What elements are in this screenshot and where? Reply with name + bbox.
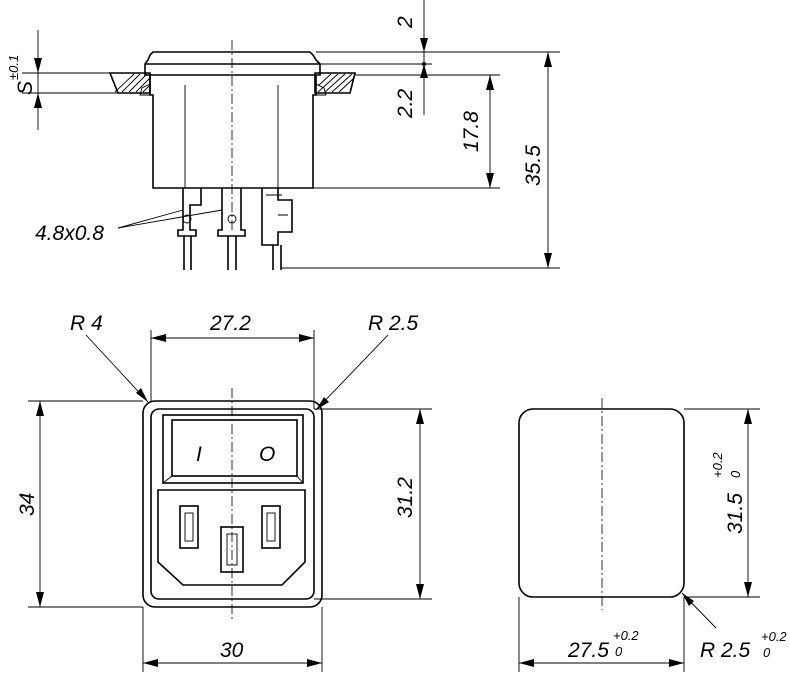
dim-flange: 2.2 [394,88,417,119]
cutout-radius-tol-lower: 0 [763,645,771,660]
panel-thickness-label: S [14,81,37,95]
front-outline [142,400,323,608]
rocker-switch: I O [162,414,304,484]
cutout-width: 27.5 [567,639,609,662]
panel-thickness-tolerance: ±0.1 [6,55,21,80]
cutout-width-tol-lower: 0 [615,644,623,659]
cutout-height-tol-upper: +0.2 [710,452,725,478]
cutout-height: 31.5 [724,493,747,534]
cutout-width-tol-upper: +0.2 [613,628,639,643]
dim-outer-width: 30 [220,639,244,662]
cutout-view: 31.5 +0.2 0 27.5 +0.2 0 R 2.5 +0.2 0 [518,398,787,672]
flange [144,51,321,76]
panel-section [108,72,357,94]
side-view: 4.8x0.8 S ±0.1 2 2.2 17.8 35.5 [6,0,560,270]
dim-outer-height: 34 [16,493,39,516]
terminal-size-label: 4.8x0.8 [35,222,104,245]
switch-on-symbol: I [196,443,202,466]
dim-inner-width: 27.2 [209,312,251,335]
cutout-height-tol-lower: 0 [728,470,743,478]
dim-body-depth: 17.8 [460,111,483,152]
dim-top-gap: 2 [394,16,417,29]
dim-inner-height: 31.2 [394,477,417,518]
cutout-radius: R 2.5 [700,639,751,662]
cutout-outline [518,408,685,598]
radius-right-label: R 2.5 [368,312,419,335]
front-view: I O 27.2 R 4 R 2.5 [16,312,432,672]
radius-left-label: R 4 [70,312,103,335]
terminals [177,188,293,270]
dim-total-depth: 35.5 [522,145,545,186]
housing-body [149,75,317,189]
cutout-radius-tol-upper: +0.2 [761,629,787,644]
iec-socket [157,489,306,586]
switch-off-symbol: O [259,443,275,466]
